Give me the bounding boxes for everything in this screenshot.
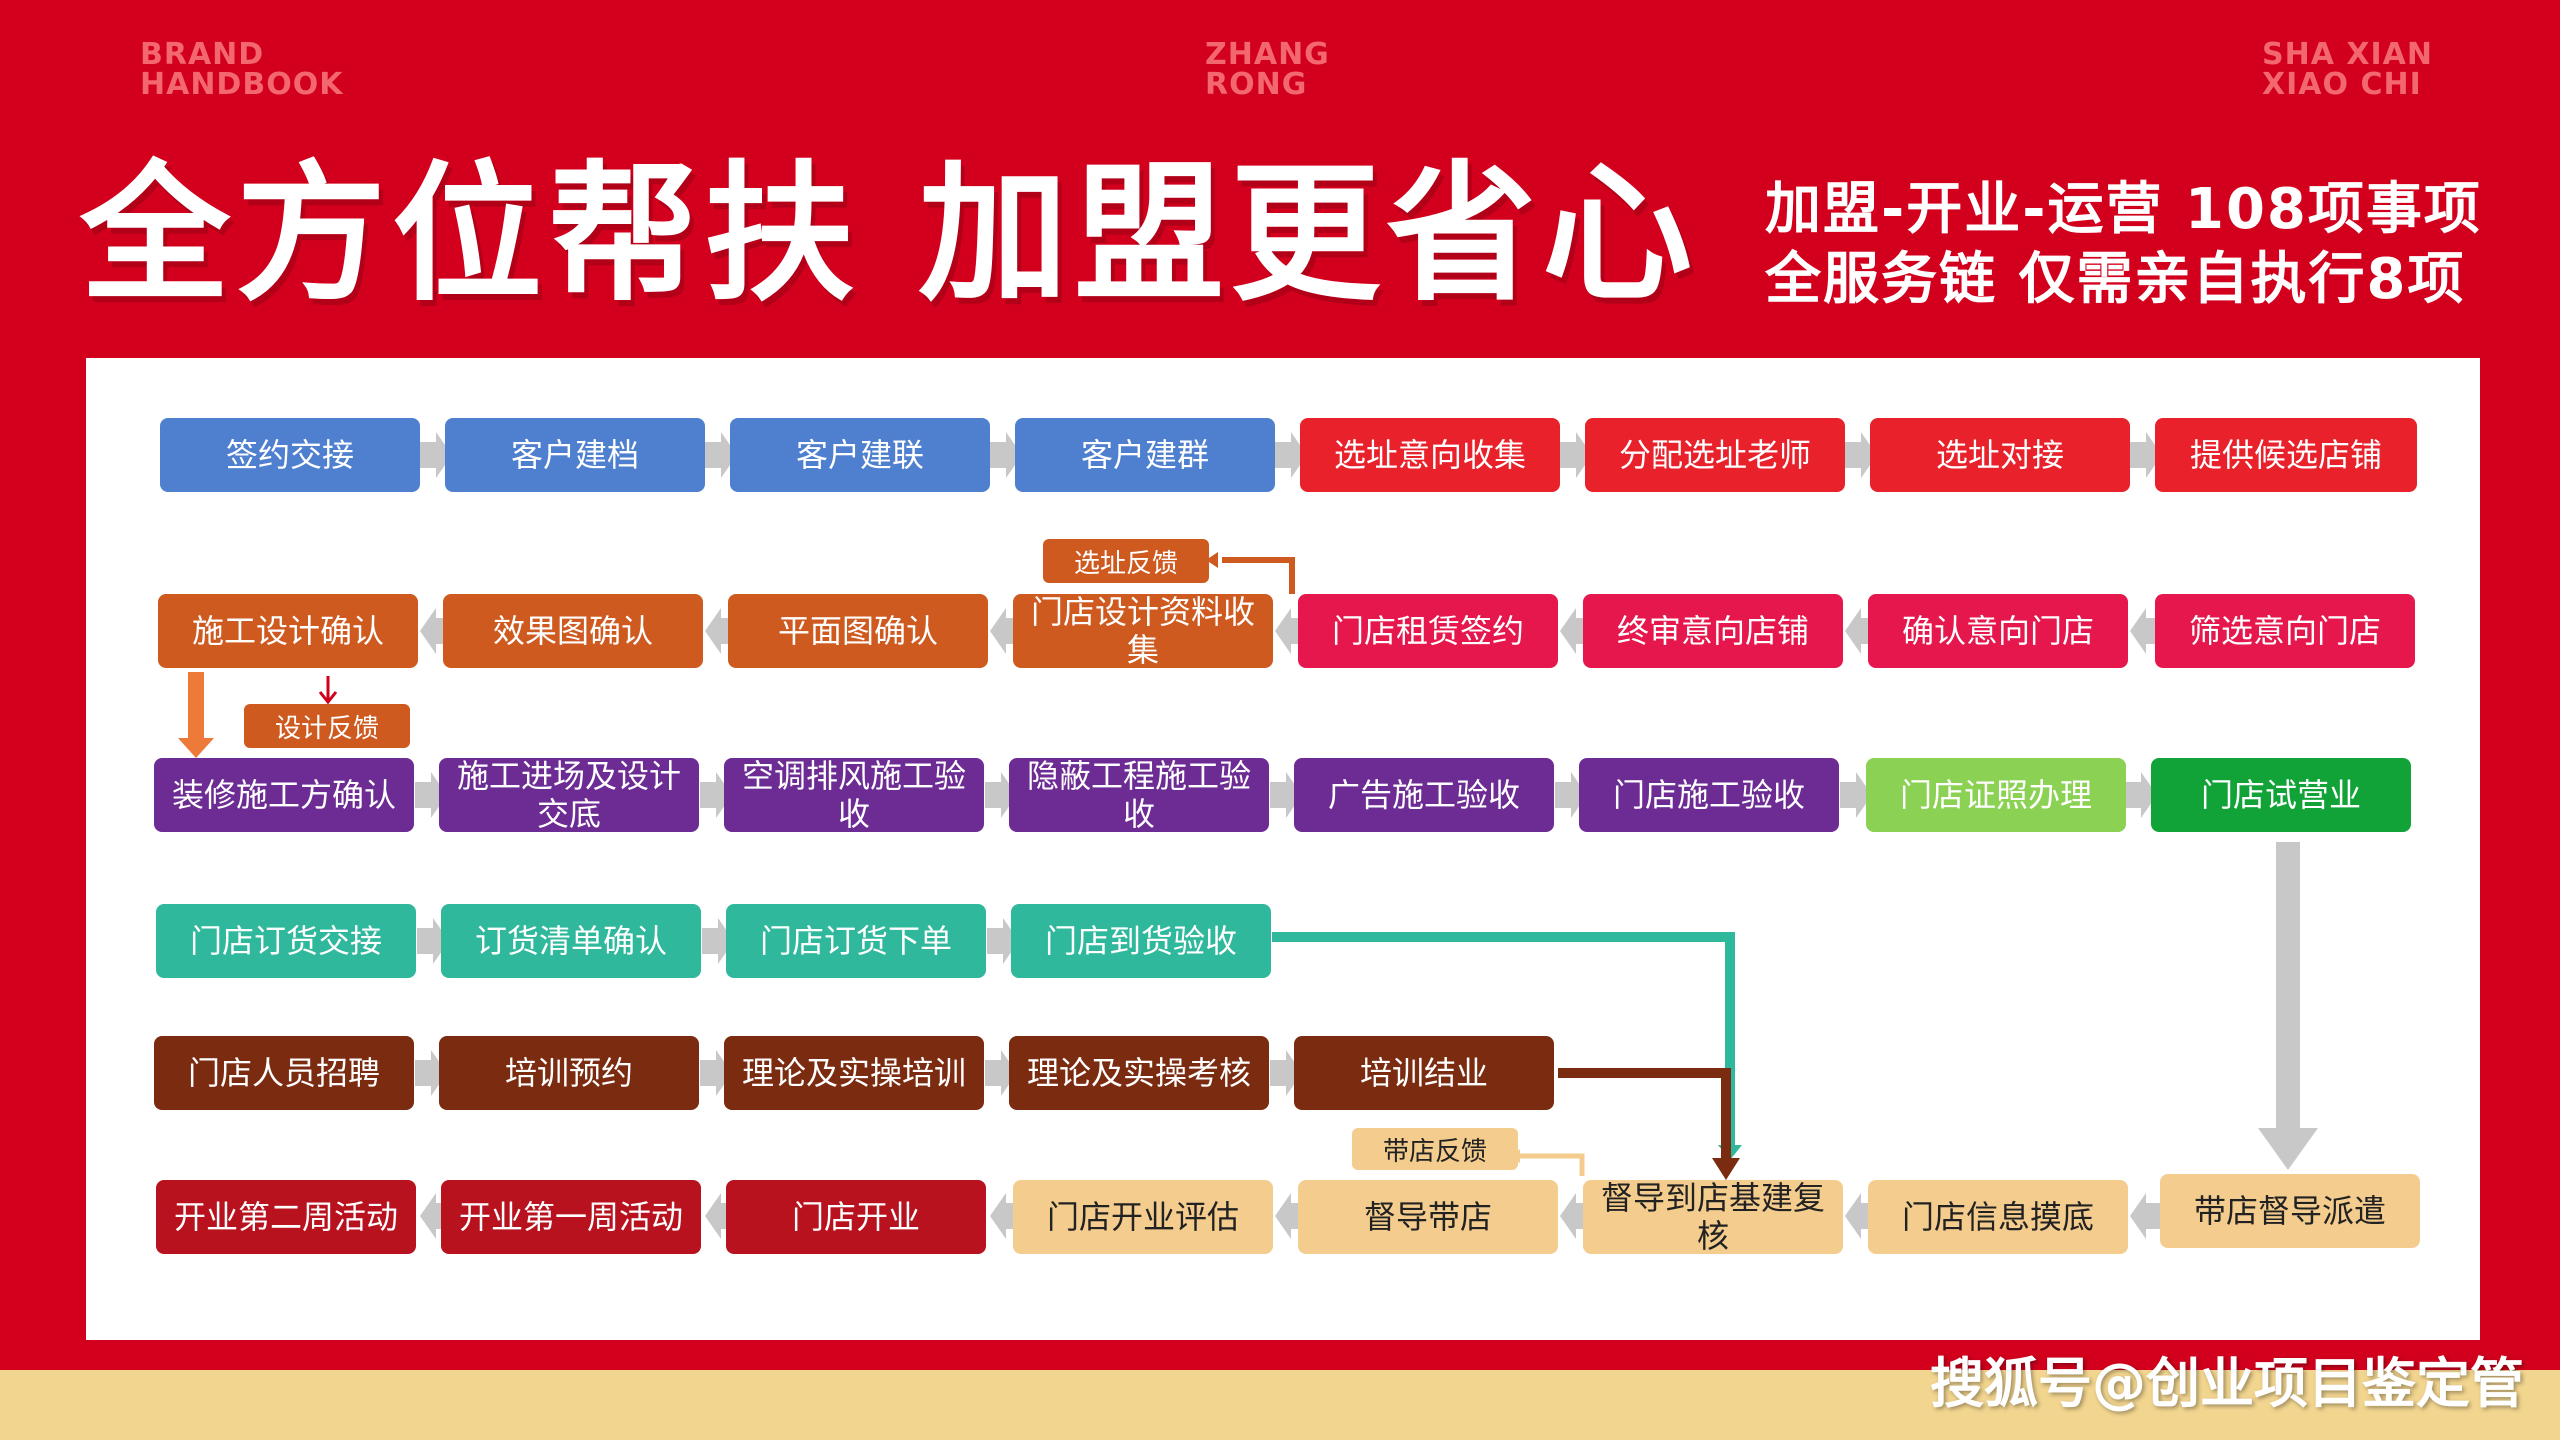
line-training-head [1712, 1158, 1740, 1180]
flow-step-render-confirm: 效果图确认 [443, 594, 703, 668]
site-feedback-tag: 选址反馈 [1043, 539, 1209, 583]
subtitle-line-2: 全服务链 仅需亲自执行8项 [1765, 247, 2466, 312]
flow-step-delivery-check: 门店到货验收 [1011, 904, 1271, 978]
flow-step-screen-stores: 筛选意向门店 [2155, 594, 2415, 668]
store-feedback-tag: 带店反馈 [1352, 1128, 1518, 1170]
subtitle-line-1: 加盟-开业-运营 108项事项 [1765, 177, 2482, 242]
header-banner [0, 0, 2560, 330]
flow-step-grand-opening: 门店开业 [726, 1180, 986, 1254]
flow-step-construction-entry: 施工进场及设计交底 [439, 757, 699, 833]
flow-step-design-materials: 门店设计资料收集 [1013, 593, 1273, 669]
flow-step-store-acceptance: 门店施工验收 [1579, 758, 1839, 832]
brand-mark-left: BRAND HANDBOOK [140, 37, 344, 102]
arrow-site-feedback-head [1206, 552, 1218, 568]
flow-step-site-matching: 选址对接 [1870, 418, 2130, 492]
arrow-store-feedback [1520, 1153, 1585, 1176]
flow-step-place-order: 门店订货下单 [726, 904, 986, 978]
flow-step-store-survey: 门店信息摸底 [1868, 1180, 2128, 1254]
flow-step-training: 理论及实操培训 [724, 1036, 984, 1110]
flow-step-contractor-confirm: 装修施工方确认 [154, 758, 414, 832]
flow-step-opening-evaluation: 门店开业评估 [1013, 1180, 1273, 1254]
flow-step-hvac-acceptance: 空调排风施工验收 [724, 757, 984, 833]
flow-step-supervisor-coaching: 督导带店 [1298, 1180, 1558, 1254]
flow-step-assign-site-advisor: 分配选址老师 [1585, 418, 1845, 492]
brand-mark-center: ZHANG RONG [1205, 37, 1330, 102]
flow-step-training-booking: 培训预约 [439, 1036, 699, 1110]
flow-step-construction-design: 施工设计确认 [158, 594, 418, 668]
design-feedback-tag: 设计反馈 [244, 704, 410, 748]
page-subtitle: 加盟-开业-运营 108项事项 全服务链 仅需亲自执行8项 [1765, 175, 2482, 315]
line-training-to-inspection [1558, 1068, 1731, 1160]
arrow-site-feedback [1222, 557, 1295, 594]
arrow-design-feedback [318, 676, 338, 705]
flow-step-signage-acceptance: 广告施工验收 [1294, 758, 1554, 832]
flow-step-order-list: 订货清单确认 [441, 904, 701, 978]
flow-step-infrastructure-review: 督导到店基建复核 [1583, 1179, 1843, 1255]
flow-step-concealed-works: 隐蔽工程施工验收 [1009, 757, 1269, 833]
flow-step-order-handover: 门店订货交接 [156, 904, 416, 978]
flow-step-assessment: 理论及实操考核 [1009, 1036, 1269, 1110]
flow-step-candidate-shops: 提供候选店铺 [2155, 418, 2417, 492]
flow-step-customer-contact: 客户建联 [730, 418, 990, 492]
flow-step-floorplan-confirm: 平面图确认 [728, 594, 988, 668]
flow-step-graduation: 培训结业 [1294, 1036, 1554, 1110]
flowchart-panel [86, 358, 2480, 1340]
page-title: 全方位帮扶 加盟更省心 [80, 148, 1699, 322]
flow-step-lease-signing: 门店租赁签约 [1298, 594, 1558, 668]
flow-step-sign-handover: 签约交接 [160, 418, 420, 492]
flow-step-final-review: 终审意向店铺 [1583, 594, 1843, 668]
flow-step-confirm-store: 确认意向门店 [1868, 594, 2128, 668]
flow-step-trial-operation: 门店试营业 [2151, 758, 2411, 832]
arrows-row-1 [420, 432, 2162, 478]
flow-step-dispatch-supervisor: 带店督导派遣 [2160, 1174, 2420, 1248]
flow-step-customer-file: 客户建档 [445, 418, 705, 492]
arrow-design-to-renovation [178, 672, 214, 758]
watermark: 搜狐号@创业项目鉴定管 [1930, 1352, 2524, 1415]
bottom-strip [0, 1370, 2560, 1440]
flow-step-staff-recruit: 门店人员招聘 [154, 1036, 414, 1110]
flow-step-customer-group: 客户建群 [1015, 418, 1275, 492]
brand-mark-right: SHA XIAN XIAO CHI [2262, 37, 2433, 102]
flow-step-week2-event: 开业第二周活动 [156, 1180, 416, 1254]
flow-step-site-intent: 选址意向收集 [1300, 418, 1560, 492]
flow-step-licenses: 门店证照办理 [1866, 758, 2126, 832]
arrow-trial-to-dispatch [2258, 842, 2318, 1170]
flow-step-week1-event: 开业第一周活动 [441, 1180, 701, 1254]
